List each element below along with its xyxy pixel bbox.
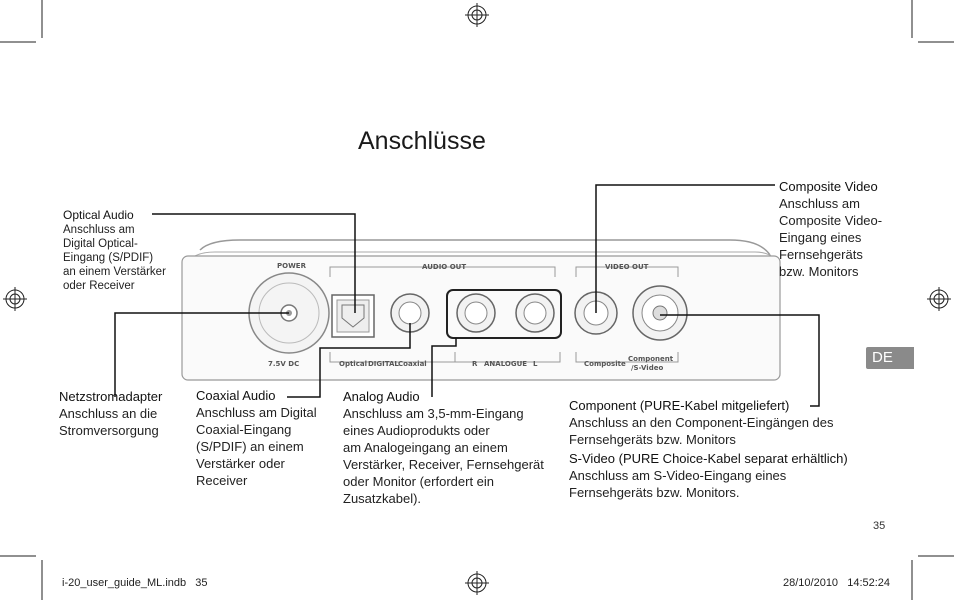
- power-adapter-title: Netzstromadapter: [59, 389, 163, 404]
- analog-audio-title: Analog Audio: [343, 389, 420, 404]
- analog-audio-line: eines Audioprodukts oder: [343, 423, 490, 438]
- optical-audio-line: oder Receiver: [63, 280, 135, 292]
- leader-power: [114, 312, 289, 397]
- optical-audio-line: Digital Optical-: [63, 238, 138, 250]
- registration-mark-left: [3, 287, 27, 311]
- optical-audio-line: Eingang (S/PDIF): [63, 252, 154, 264]
- registration-mark-top: [465, 3, 489, 27]
- footer-timestamp: 28/10/2010 14:52:24: [783, 577, 891, 589]
- leader-optical: [152, 213, 356, 313]
- language-tab: DE: [866, 347, 914, 369]
- coaxial-audio-label: Coaxial Audio Anschluss am Digital Coaxi…: [196, 388, 331, 489]
- analog-audio-line: oder Monitor (erfordert ein: [343, 474, 495, 489]
- power-adapter-line: Anschluss an die: [59, 406, 158, 421]
- leader-lines: [114, 184, 820, 407]
- analog-audio-line: Verstärker, Receiver, Fernsehgerät: [343, 457, 544, 472]
- leader-composite: [595, 184, 775, 313]
- component-title: Component (PURE-Kabel mitgeliefert): [569, 398, 790, 413]
- coaxial-audio-line: Receiver: [196, 473, 248, 488]
- r-panel-label: R: [472, 360, 478, 368]
- composite-video-line: Composite Video-: [779, 213, 883, 228]
- composite-panel-label: Composite: [584, 360, 626, 368]
- optical-audio-label: Optical Audio Anschluss am Digital Optic…: [63, 207, 188, 293]
- analog-audio-line: Zusatzkabel).: [343, 491, 422, 506]
- optical-audio-line: Anschluss am: [63, 224, 135, 236]
- component-label: Component (PURE-Kabel mitgeliefert) Ansc…: [569, 398, 859, 448]
- optical-audio-line: an einem Verstärker: [63, 266, 166, 278]
- leader-component: [660, 314, 820, 407]
- digital-panel-label: DIGITAL: [368, 360, 399, 368]
- analogue-panel-label: ANALOGUE: [484, 360, 527, 368]
- composite-video-title: Composite Video: [779, 179, 878, 194]
- component-panel-label: Component: [628, 355, 674, 363]
- audio-out-panel-label: AUDIO OUT: [422, 263, 466, 271]
- composite-video-line: Fernsehgeräts: [779, 247, 863, 262]
- device-back-panel: POWER AUDIO OUT VIDEO OUT 7.5V DC Optica…: [181, 239, 781, 381]
- coaxial-audio-line: (S/PDIF) an einem: [196, 439, 304, 454]
- svideo-panel-label: /S-Video: [631, 364, 663, 372]
- page-number: 35: [873, 520, 886, 532]
- dc-panel-label: 7.5V DC: [268, 360, 299, 368]
- composite-video-line: bzw. Monitors: [779, 264, 859, 279]
- svideo-title: S-Video (PURE Choice-Kabel separat erhäl…: [569, 451, 848, 466]
- composite-video-label: Composite Video Anschluss am Composite V…: [779, 179, 904, 280]
- coaxial-panel-label: Coaxial: [398, 360, 427, 368]
- power-panel-label: POWER: [277, 262, 307, 270]
- page-title: Anschlüsse: [358, 127, 486, 155]
- l-panel-label: L: [533, 360, 538, 368]
- leader-analog: [431, 338, 457, 397]
- composite-video-line: Anschluss am: [779, 196, 860, 211]
- analog-audio-label: Analog Audio Anschluss am 3,5-mm-Eingang…: [343, 389, 558, 507]
- footer-filename: i-20_user_guide_ML.indb 35: [62, 577, 208, 589]
- registration-mark-right: [927, 287, 951, 311]
- analog-audio-line: Anschluss am 3,5-mm-Eingang: [343, 406, 524, 421]
- svideo-line: Fernsehgeräts bzw. Monitors.: [569, 485, 740, 500]
- leader-coaxial: [287, 323, 411, 398]
- optical-panel-label: Optical: [339, 360, 367, 368]
- video-out-panel-label: VIDEO OUT: [605, 263, 649, 271]
- component-line: Fernsehgeräts bzw. Monitors: [569, 432, 736, 447]
- coaxial-audio-line: Coaxial-Eingang: [196, 422, 292, 437]
- svideo-label: S-Video (PURE Choice-Kabel separat erhäl…: [569, 451, 879, 501]
- svideo-line: Anschluss am S-Video-Eingang eines: [569, 468, 787, 483]
- power-adapter-line: Stromversorgung: [59, 423, 159, 438]
- composite-video-line: Eingang eines: [779, 230, 862, 245]
- component-line: Anschluss an den Component-Eingängen des: [569, 415, 834, 430]
- power-adapter-label: Netzstromadapter Anschluss an die Stromv…: [59, 389, 189, 439]
- coaxial-audio-line: Verstärker oder: [196, 456, 285, 471]
- coaxial-audio-title: Coaxial Audio: [196, 388, 276, 403]
- analog-audio-line: am Analogeingang an einem: [343, 440, 508, 455]
- registration-mark-bottom: [465, 571, 489, 595]
- coaxial-audio-line: Anschluss am Digital: [196, 405, 317, 420]
- optical-audio-title: Optical Audio: [63, 208, 134, 222]
